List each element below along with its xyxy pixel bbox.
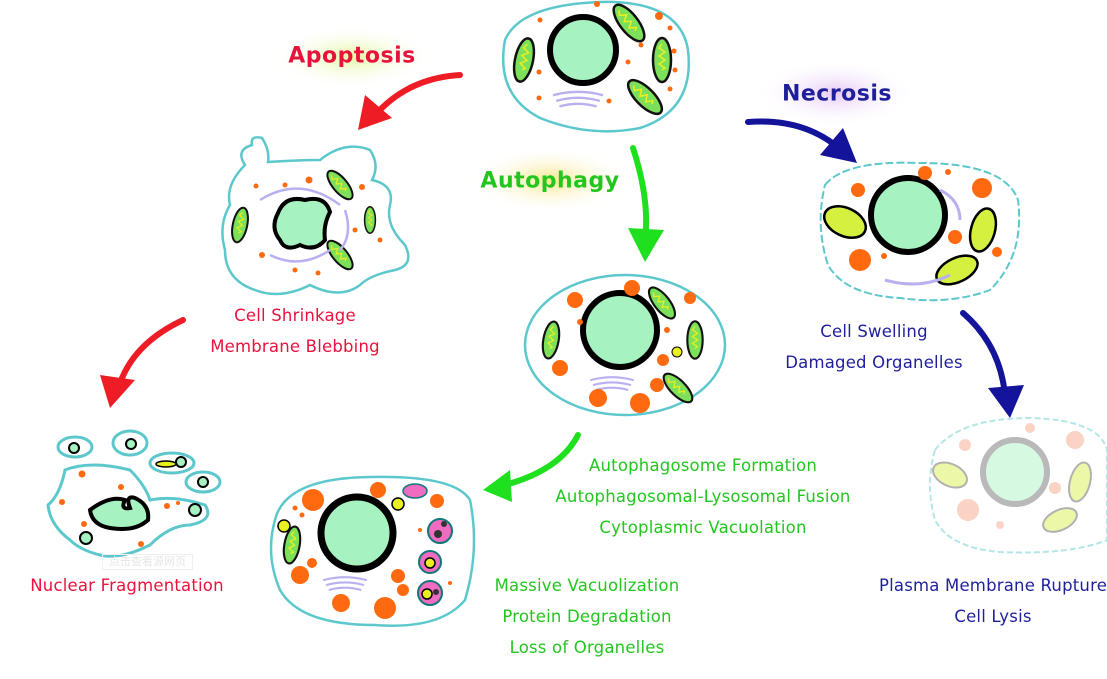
necrosis-feature: Cell Lysis (954, 607, 1032, 626)
apoptosis-label: Apoptosis (288, 43, 416, 69)
apoptotic-cell (221, 136, 410, 296)
apoptosis-feature: Cell Shrinkage (234, 306, 356, 325)
necrosis-feature: Plasma Membrane Rupture (878, 576, 1107, 595)
lysed-cell (929, 416, 1107, 554)
arrow-to-lysis (960, 310, 1008, 398)
fragmented-cell (46, 429, 222, 558)
necrosis-glow (756, 59, 916, 127)
arrow-to-autophagy (630, 145, 650, 243)
apoptosis-feature: Nuclear Fragmentation (30, 576, 224, 595)
arrowhead (988, 385, 1024, 418)
apoptosis-feature: Membrane Blebbing (210, 337, 380, 356)
autophagy-feature: Massive Vacuolization (494, 576, 680, 595)
necrosis-label: Necrosis (781, 81, 893, 107)
arrow-to-apoptosis (375, 72, 463, 115)
arrow-to-vacuolization (502, 432, 581, 488)
autophagy-feature: Loss of Organelles (509, 638, 665, 657)
vacuolized-cell (269, 475, 476, 627)
arrowhead (483, 470, 512, 502)
arrowhead (100, 375, 135, 408)
autophagic-cell (523, 273, 727, 417)
arrow-to-necrosis (745, 118, 838, 148)
autophagy-feature: Autophagosome Formation (589, 456, 817, 475)
watermark: 点击查看源网页 (102, 554, 193, 570)
autophagy-feature: Autophagosomal-Lysosomal Fusion (555, 487, 851, 506)
autophagy-feature: Cytoplasmic Vacuolation (599, 518, 807, 537)
autophagy-feature: Protein Degradation (502, 607, 672, 626)
necrosis-feature: Cell Swelling (820, 322, 928, 341)
autophagy-glow (470, 146, 630, 214)
arrowhead (820, 128, 857, 163)
necrosis-feature: Damaged Organelles (785, 353, 963, 372)
autophagy-label: Autophagy (480, 168, 620, 194)
normal-cell (501, 0, 691, 133)
arrowhead (358, 95, 392, 130)
arrowhead (628, 228, 664, 262)
swollen-cell (819, 161, 1021, 302)
apoptosis-glow (272, 25, 432, 89)
